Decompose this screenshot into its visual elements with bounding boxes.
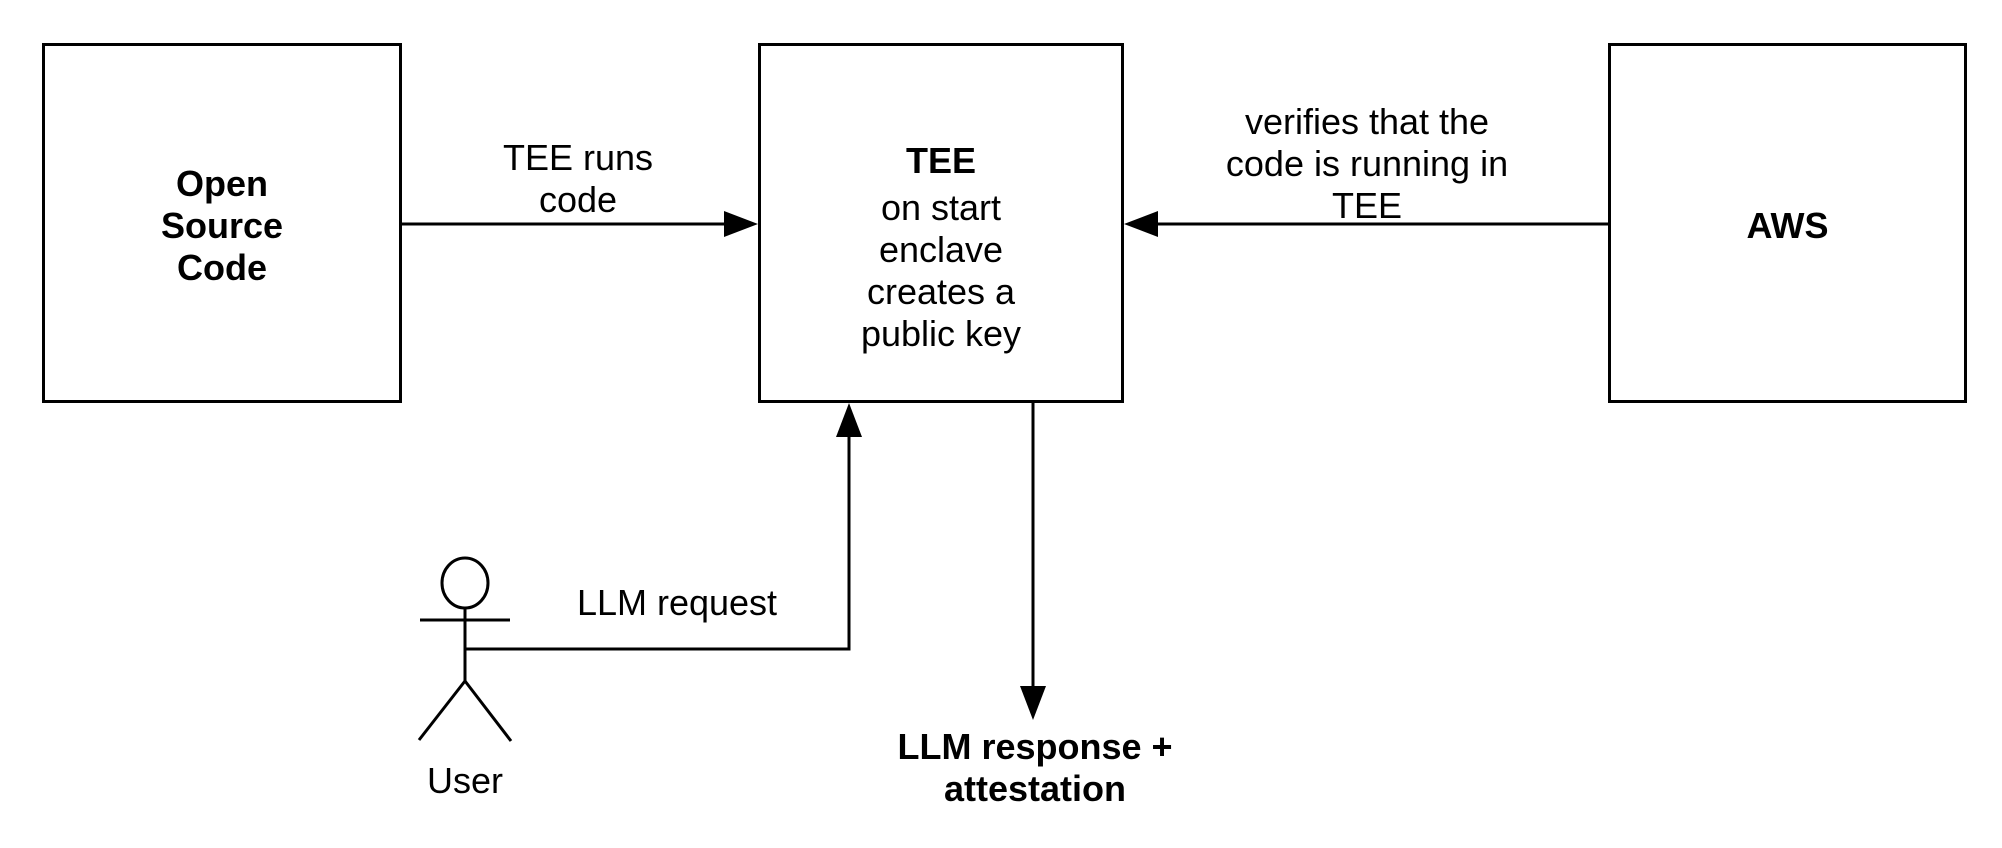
- tee-subtitle: on start enclave creates a public key: [860, 187, 1022, 354]
- open-source-code-label: Open Source Code: [160, 163, 284, 288]
- arrow-head-down-icon: [1020, 686, 1046, 720]
- tee-title: TEE: [905, 140, 977, 181]
- arrow-user-to-tee: [465, 403, 862, 651]
- actor-right-leg: [463, 680, 513, 742]
- edge-label-verifies-code-running-in-tee: verifies that the code is running in TEE: [1225, 101, 1509, 226]
- actor-head: [440, 556, 490, 610]
- arrow-shaft: [465, 431, 851, 651]
- node-aws: AWS: [1608, 43, 1967, 403]
- user-actor-figure: [417, 556, 513, 742]
- user-actor-label: User: [426, 760, 504, 801]
- aws-label: AWS: [1746, 205, 1829, 246]
- edge-label-llm-response-attestation: LLM response + attestation: [897, 726, 1173, 809]
- arrow-head-left-icon: [1124, 211, 1158, 237]
- arrow-open-source-to-tee: [402, 211, 758, 237]
- edge-label-tee-runs-code: TEE runs code: [502, 137, 654, 220]
- arrow-head-right-icon: [724, 211, 758, 237]
- arrow-head-up-icon: [836, 403, 862, 437]
- arrow-aws-to-tee: [1124, 211, 1608, 237]
- node-open-source-code: Open Source Code: [42, 43, 402, 403]
- actor-left-leg: [417, 680, 467, 741]
- node-tee: TEE on start enclave creates a public ke…: [758, 43, 1124, 403]
- arrow-tee-to-response: [1020, 403, 1046, 720]
- edge-label-llm-request: LLM request: [576, 582, 778, 623]
